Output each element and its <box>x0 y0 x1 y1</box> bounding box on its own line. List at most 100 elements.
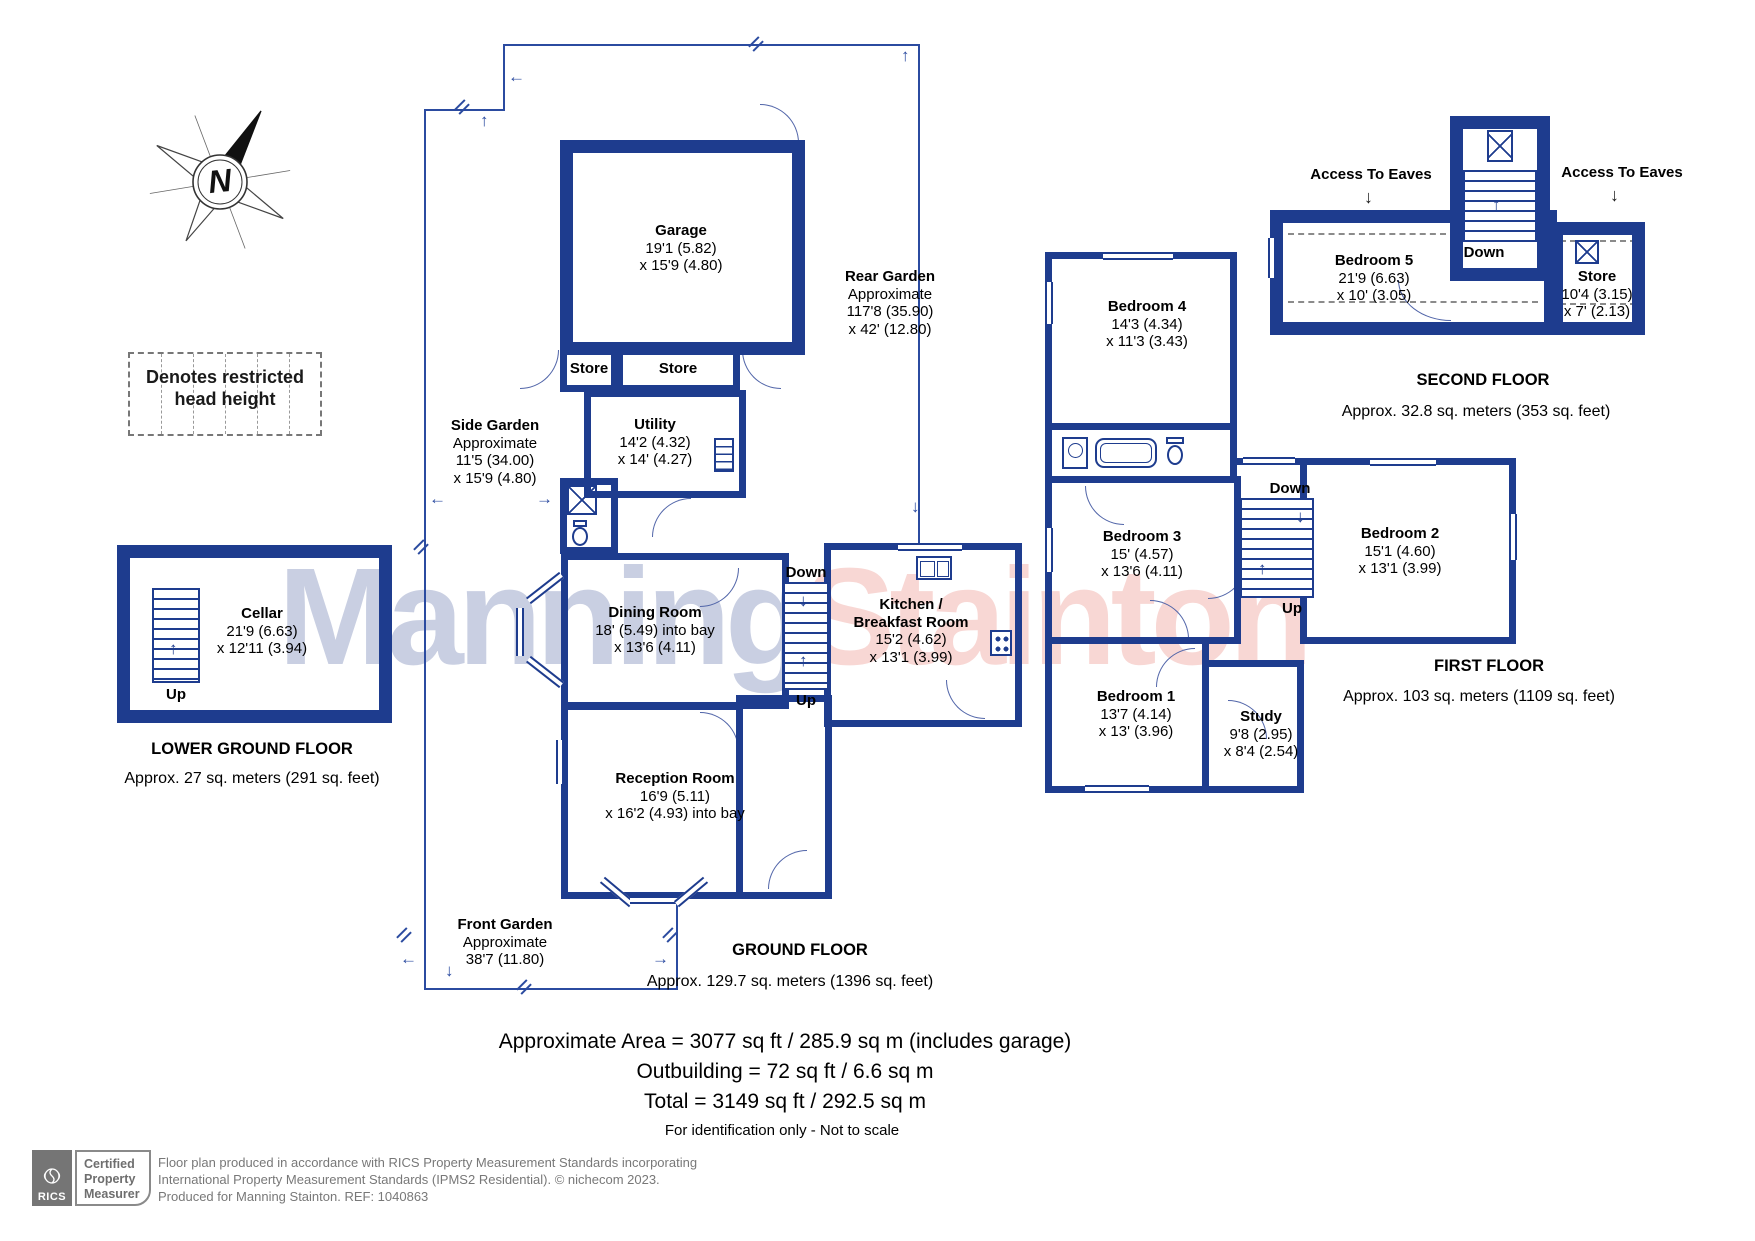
bedroom1-window <box>1085 785 1149 793</box>
utility-door-arc <box>652 498 691 537</box>
disclaimer-line-2: International Property Measurement Stand… <box>158 1172 660 1187</box>
front-garden-boundary-right <box>676 893 678 990</box>
access-to-eaves-left-label: Access To Eaves <box>1310 166 1432 183</box>
legend-text: Denotes restricted head height <box>145 367 305 409</box>
side-garden-boundary-left <box>424 109 426 990</box>
watermark: ManningStainton <box>278 548 1313 686</box>
first-floor-title: FIRST FLOOR <box>1434 657 1544 675</box>
boundary-break-icon <box>516 979 532 995</box>
ground-floor-title: GROUND FLOOR <box>732 941 868 959</box>
restricted-height-dash <box>1560 303 1636 305</box>
bay-window <box>516 608 524 656</box>
stairs-down-arrow-icon: ↓ <box>1296 507 1305 526</box>
bedroom5-label: Bedroom 5 21'9 (6.63) x 10' (3.05) <box>1334 252 1414 304</box>
stairs-down-label: Down <box>1269 480 1311 497</box>
room-study <box>1202 660 1304 793</box>
legend-dash <box>289 354 290 434</box>
boundary-arrow-icon: → <box>652 949 669 968</box>
rear-garden-boundary-top <box>503 44 920 46</box>
second-floor-area: Approx. 32.8 sq. meters (353 sq. feet) <box>1341 403 1611 420</box>
room-store-right <box>616 348 740 392</box>
stairs-up-arrow-icon: ↑ <box>169 639 178 658</box>
room-reception <box>561 703 743 899</box>
stairs-up-arrow-icon: ↑ <box>1492 195 1501 214</box>
bedroom4-window <box>1045 282 1053 324</box>
toilet-cistern-icon <box>1166 437 1184 444</box>
store-left-label: Store <box>569 360 609 377</box>
reception-room-label: Reception Room 16'9 (5.11) x 16'2 (4.93)… <box>605 770 745 822</box>
ground-floor-stairs <box>783 582 829 690</box>
basin-icon <box>1062 437 1088 469</box>
boiler-icon <box>714 438 734 472</box>
dining-room-label: Dining Room 18' (5.49) into bay x 13'6 (… <box>595 604 715 656</box>
reception-window <box>556 740 564 784</box>
sink-bowl <box>920 561 935 577</box>
ground-floor-area: Approx. 129.7 sq. meters (1396 sq. feet) <box>646 973 934 990</box>
shower-icon <box>567 485 597 515</box>
bedroom5-window <box>1268 238 1276 278</box>
landing-window <box>1243 457 1295 465</box>
rear-garden-boundary-stub <box>503 44 505 110</box>
access-to-eaves-right-label: Access To Eaves <box>1561 164 1683 181</box>
svg-text:N: N <box>207 162 235 200</box>
rear-garden-boundary-right <box>918 44 920 544</box>
boundary-arrow-icon: ← <box>429 489 446 508</box>
lower-ground-floor-area: Approx. 27 sq. meters (291 sq. feet) <box>124 770 380 787</box>
restricted-head-height-legend <box>128 352 322 436</box>
stairs-up-arrow-icon: ↑ <box>799 651 808 670</box>
legend-dash <box>257 354 258 434</box>
bath-icon <box>1095 438 1157 468</box>
second-floor-stairs <box>1463 170 1537 242</box>
boundary-arrow-icon: ↓ <box>445 961 454 980</box>
store-door-arc <box>742 350 781 389</box>
garage-door-arc <box>760 104 799 143</box>
room-shower-wc <box>560 478 618 554</box>
bedroom2-label: Bedroom 2 15'1 (4.60) x 13'1 (3.99) <box>1358 525 1442 577</box>
bedroom4-label: Bedroom 4 14'3 (4.34) x 11'3 (3.43) <box>1106 298 1188 350</box>
lower-ground-floor-title: LOWER GROUND FLOOR <box>151 740 353 758</box>
disclaimer-line-3: Produced for Manning Stainton. REF: 1040… <box>158 1189 429 1204</box>
summary-note: For identification only - Not to scale <box>664 1122 900 1139</box>
boundary-arrow-icon: ↓ <box>911 497 920 516</box>
bedroom2-window <box>1370 458 1436 466</box>
first-floor-area: Approx. 103 sq. meters (1109 sq. feet) <box>1343 688 1615 705</box>
room-store-left <box>560 348 618 392</box>
bath-inner <box>1100 443 1152 463</box>
room-second-store <box>1550 222 1645 335</box>
basin-bowl <box>1068 443 1083 458</box>
cellar-label: Cellar 21'9 (6.63) x 12'11 (3.94) <box>216 605 308 657</box>
store-door-arc <box>520 350 559 389</box>
bay-window <box>630 896 678 904</box>
stairs-down-label: Down <box>1463 244 1505 261</box>
store-right-label: Store <box>658 360 698 377</box>
boundary-break-icon <box>748 36 764 52</box>
room-utility <box>584 390 746 498</box>
legend-dash <box>161 354 162 434</box>
cellar-stairs <box>152 588 200 683</box>
summary-approximate-area: Approximate Area = 3077 sq ft / 285.9 sq… <box>498 1030 1072 1053</box>
kitchen-window <box>898 543 962 551</box>
bedroom2-window <box>1509 514 1517 560</box>
second-floor-stair-tower <box>1450 116 1550 281</box>
first-floor-stairs <box>1240 498 1314 598</box>
front-garden-label: Front Garden Approximate 38'7 (11.80) <box>457 916 553 968</box>
boundary-arrow-icon: → <box>536 489 553 508</box>
boundary-arrow-icon: ↑ <box>901 46 910 65</box>
rics-logo: RICS <box>32 1150 72 1206</box>
side-garden-boundary-top <box>424 109 505 111</box>
stairs-up-label: Up <box>796 692 816 709</box>
stairs-up-arrow-icon: ↑ <box>1258 559 1267 578</box>
watermark-manning: Manning <box>278 540 809 694</box>
disclaimer-line-1: Floor plan produced in accordance with R… <box>158 1155 698 1170</box>
legend-dash <box>225 354 226 434</box>
stairs-up-label: Up <box>1282 600 1302 617</box>
rics-lion-icon <box>43 1168 61 1184</box>
bedroom3-label: Bedroom 3 15' (4.57) x 13'6 (4.11) <box>1101 528 1183 580</box>
room-entrance-hall <box>736 695 832 899</box>
certified-property-measurer-badge: Certified Property Measurer <box>75 1150 151 1206</box>
loft-hatch-icon <box>1487 130 1513 162</box>
rear-garden-label: Rear Garden Approximate 117'8 (35.90) x … <box>844 268 936 338</box>
toilet-cistern-icon <box>573 520 587 527</box>
boundary-break-icon <box>454 99 470 115</box>
access-arrow-icon: ↓ <box>1364 187 1373 207</box>
